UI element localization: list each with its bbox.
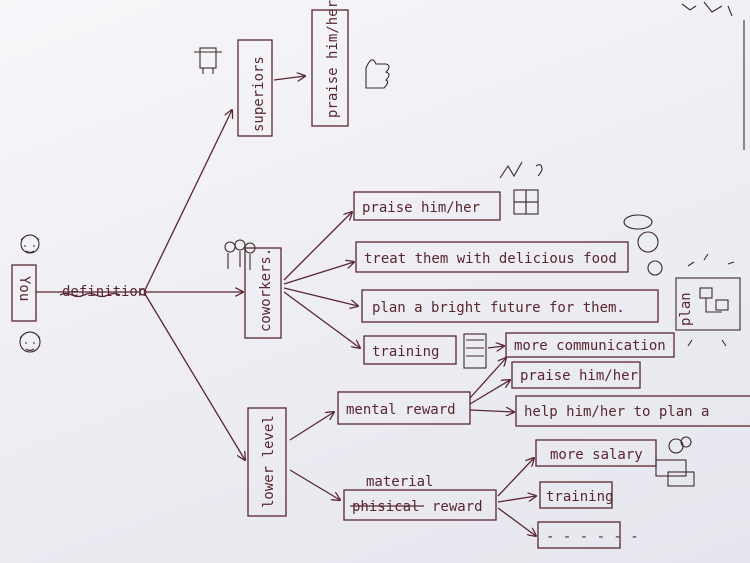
superiors-action-label: praise him/her xyxy=(325,0,341,118)
mental-reward-node: mental reward xyxy=(337,391,471,425)
material-crossed-word: phisical xyxy=(352,499,419,515)
arrow-mental-up xyxy=(469,358,506,399)
material-correction: material xyxy=(366,474,433,490)
root-arrow-scribble xyxy=(59,292,121,298)
arrow-to-lower-level xyxy=(144,293,245,460)
food-doodle xyxy=(623,214,663,276)
arrow-coworkers-1 xyxy=(283,212,352,281)
blocks-doodle xyxy=(499,161,543,215)
node-text: more communication xyxy=(514,338,666,354)
corner-scribble xyxy=(681,1,745,150)
arrow-coworkers-2 xyxy=(283,262,354,285)
material-item-salary: more salary xyxy=(535,439,657,467)
coworkers-label: coworkers. xyxy=(258,248,274,332)
lower-level-node: lower level xyxy=(247,407,287,517)
node-text: praise him/her xyxy=(520,368,638,384)
arrow-mental-1 xyxy=(469,380,510,405)
node-text: treat them with delicious food xyxy=(364,251,617,267)
thumbs-up-doodle xyxy=(365,59,390,89)
coworkers-node: coworkers. xyxy=(244,247,282,339)
superiors-action: praise him/her xyxy=(311,0,349,127)
node-text: - - - - - - xyxy=(546,529,639,545)
person-doodle-bottom xyxy=(19,331,41,353)
node-text: help him/her to plan a xyxy=(524,404,709,420)
trophy-doodle xyxy=(194,47,222,74)
node-text: mental reward xyxy=(346,402,456,418)
classroom-doodle xyxy=(463,333,487,369)
person-doodle-top xyxy=(20,234,40,254)
material-reward-node: phisical material reward xyxy=(343,474,497,521)
superiors-arrow xyxy=(273,76,305,80)
arrow-training-sub xyxy=(487,346,504,348)
arrow-material-2 xyxy=(497,496,536,503)
root-node: You xyxy=(11,264,37,322)
material-reward-word: reward xyxy=(432,499,483,515)
node-text: plan a bright future for them. xyxy=(372,300,625,316)
arrow-material-3 xyxy=(497,507,536,536)
mental-item-praise: praise him/her xyxy=(511,361,641,389)
coworker-item-food: treat them with delicious food xyxy=(355,241,629,273)
arrow-to-superiors xyxy=(144,110,232,291)
people-group-doodle xyxy=(224,239,256,270)
node-text: more salary xyxy=(550,447,643,463)
arrow-to-mental xyxy=(289,412,334,441)
arrow-to-material xyxy=(289,469,340,500)
arrow-coworkers-4 xyxy=(283,291,360,348)
superiors-node: superiors xyxy=(237,39,273,137)
node-text: praise him/her xyxy=(362,200,480,216)
plan-doodle: plan xyxy=(675,253,741,347)
root-label: You xyxy=(16,276,32,301)
arrow-coworkers-3 xyxy=(283,287,358,306)
material-item-training: training xyxy=(539,481,613,509)
coworker-item-training: training xyxy=(363,335,457,365)
arrow-mental-2 xyxy=(469,410,514,412)
money-doodle xyxy=(655,436,695,487)
coworker-item-praise: praise him/her xyxy=(353,191,501,221)
arrow-material-1 xyxy=(497,458,534,497)
root-arrow-note: definition xyxy=(62,284,146,300)
mental-item-plan: help him/her to plan a xyxy=(515,395,750,427)
material-item-more: - - - - - - xyxy=(537,521,639,549)
node-text: training xyxy=(546,489,613,505)
node-text: plan xyxy=(678,292,694,326)
node-text: training xyxy=(372,344,439,360)
superiors-label: superiors xyxy=(251,56,267,132)
lower-level-label: lower level xyxy=(261,415,277,508)
coworker-item-future: plan a bright future for them. xyxy=(361,289,659,323)
training-sub-item: more communication xyxy=(505,332,675,358)
